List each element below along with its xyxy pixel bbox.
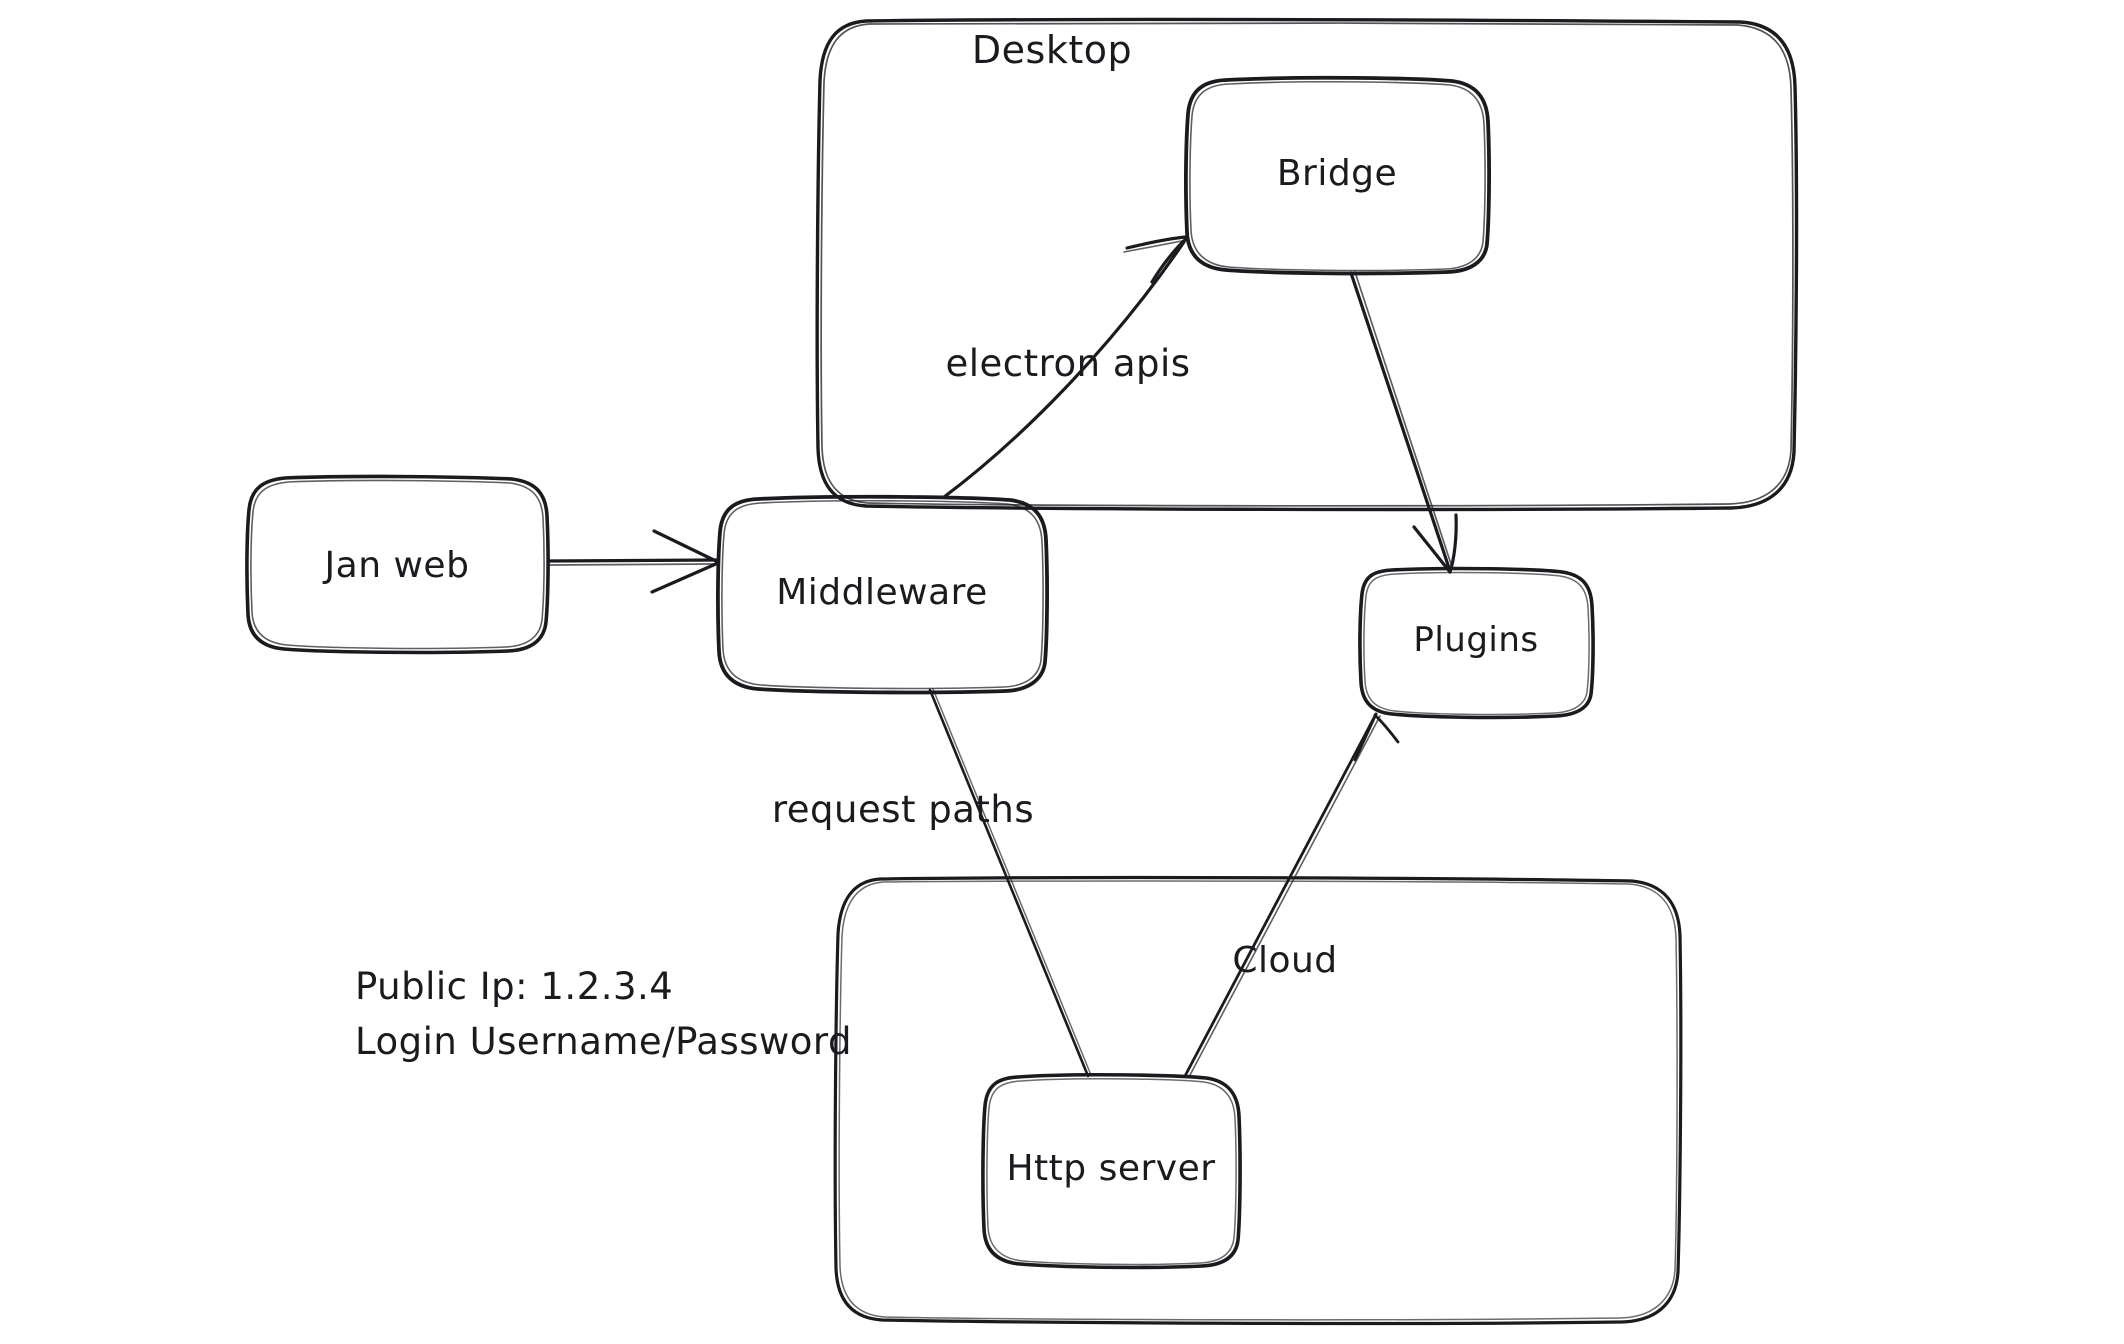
node-http-server[interactable] xyxy=(981,1072,1242,1270)
edge-janweb-to-middleware xyxy=(547,529,720,594)
node-plugins[interactable] xyxy=(1358,566,1595,720)
container-desktop xyxy=(815,17,1799,512)
edge-httpserver-to-middleware xyxy=(928,688,1092,1078)
edge-middleware-to-bridge xyxy=(942,235,1189,499)
container-cloud xyxy=(833,875,1683,1326)
node-bridge[interactable] xyxy=(1184,75,1491,276)
edge-bridge-to-plugins xyxy=(1349,271,1458,574)
node-middleware[interactable] xyxy=(716,494,1049,695)
node-jan-web[interactable] xyxy=(245,474,550,655)
edge-httpserver-to-plugins xyxy=(1183,712,1400,1078)
